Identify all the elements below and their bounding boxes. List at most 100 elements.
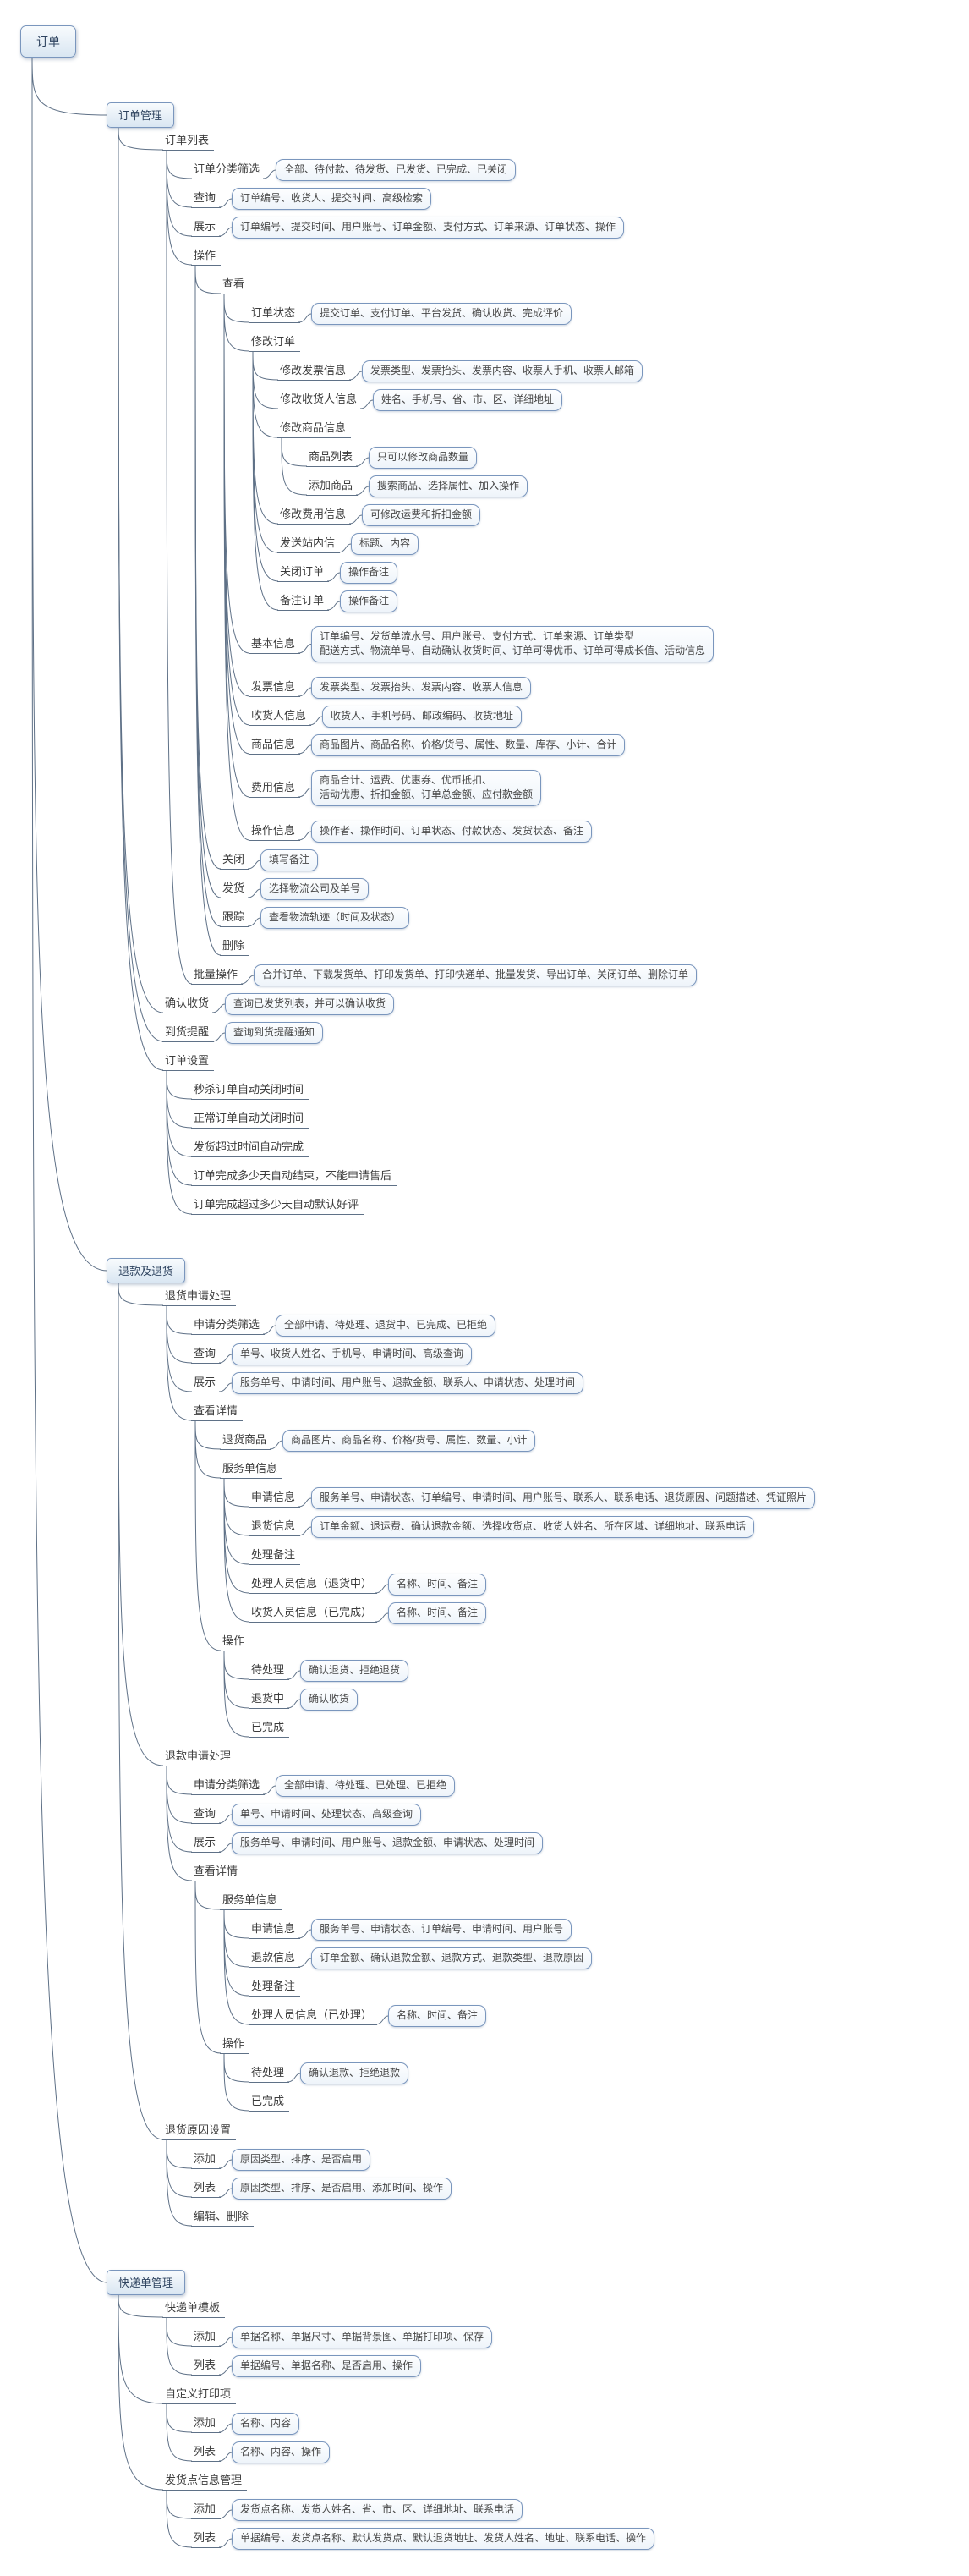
mindmap-topic[interactable]: 订单设置 [162,1052,215,1071]
mindmap-detail[interactable]: 操作者、操作时间、订单状态、付款状态、发货状态、备注 [311,821,593,843]
mindmap-topic[interactable]: 待处理 [249,2063,290,2083]
mindmap-topic[interactable]: 服务单信息 [220,1459,283,1479]
mindmap-detail[interactable]: 姓名、手机号、省、市、区、详细地址 [373,389,563,411]
mindmap-topic[interactable]: 修改商品信息 [277,419,352,438]
mindmap-branch[interactable]: 快递单管理 [107,2270,186,2295]
mindmap-topic[interactable]: 查询 [191,189,222,208]
mindmap-topic[interactable]: 列表 [191,2442,222,2462]
mindmap-topic[interactable]: 修改费用信息 [277,505,352,525]
mindmap-detail[interactable]: 操作备注 [340,590,398,612]
mindmap-topic[interactable]: 到货提醒 [162,1023,215,1042]
mindmap-detail[interactable]: 全部申请、待处理、退货中、已完成、已拒绝 [276,1315,496,1337]
mindmap-topic[interactable]: 批量操作 [191,965,244,985]
mindmap-detail[interactable]: 订单编号、发货单流水号、用户账号、支付方式、订单来源、订单类型 配送方式、物流单… [311,626,714,662]
mindmap-topic[interactable]: 展示 [191,217,222,237]
mindmap-topic[interactable]: 处理人员信息（退货中） [249,1574,378,1594]
mindmap-topic[interactable]: 处理人员信息（已处理） [249,2006,378,2025]
mindmap-detail[interactable]: 可修改运费和折扣金额 [362,504,481,526]
mindmap-detail[interactable]: 发票类型、发票抬头、发票内容、收票人手机、收票人邮箱 [362,360,643,382]
mindmap-topic[interactable]: 订单状态 [249,304,301,323]
mindmap-topic[interactable]: 列表 [191,2356,222,2376]
mindmap-detail[interactable]: 单据编号、发货点名称、默认发货点、默认退货地址、发货人姓名、地址、联系电话、操作 [232,2528,655,2550]
mindmap-topic[interactable]: 发货点信息管理 [162,2471,248,2491]
mindmap-topic[interactable]: 退货商品 [220,1431,272,1450]
mindmap-detail[interactable]: 单号、申请时间、处理状态、高级查询 [232,1804,422,1826]
mindmap-topic[interactable]: 列表 [191,2178,222,2198]
mindmap-topic[interactable]: 查看详情 [191,1402,244,1421]
mindmap-topic[interactable]: 申请信息 [249,1920,301,1939]
mindmap-detail[interactable]: 全部申请、待处理、已处理、已拒绝 [276,1775,456,1797]
mindmap-detail[interactable]: 服务单号、申请状态、订单编号、申请时间、用户账号、联系人、联系电话、退货原因、问… [311,1487,816,1509]
mindmap-topic[interactable]: 跟踪 [220,908,250,927]
mindmap-detail[interactable]: 查看物流轨迹（时间及状态） [260,907,410,929]
mindmap-topic[interactable]: 费用信息 [249,778,301,798]
mindmap-topic[interactable]: 订单完成多少天自动结束，不能申请售后 [191,1167,397,1186]
mindmap-detail[interactable]: 确认退货、拒绝退货 [300,1660,409,1682]
mindmap-topic[interactable]: 修改订单 [249,332,301,352]
mindmap-topic[interactable]: 退货中 [249,1689,290,1709]
mindmap-detail[interactable]: 服务单号、申请时间、用户账号、退款金额、联系人、申请状态、处理时间 [232,1372,584,1394]
mindmap-topic[interactable]: 订单列表 [162,131,215,151]
mindmap-topic[interactable]: 退货原因设置 [162,2121,237,2140]
mindmap-detail[interactable]: 提交订单、支付订单、平台发货、确认收货、完成评价 [311,303,572,325]
mindmap-topic[interactable]: 收货人信息 [249,706,312,726]
mindmap-topic[interactable]: 添加商品 [306,476,359,496]
mindmap-topic[interactable]: 列表 [191,2529,222,2548]
mindmap-topic[interactable]: 申请分类筛选 [191,1315,266,1335]
mindmap-topic[interactable]: 已完成 [249,2092,290,2112]
mindmap-topic[interactable]: 退款信息 [249,1948,301,1968]
mindmap-topic[interactable]: 查询 [191,1344,222,1364]
mindmap-detail[interactable]: 单据名称、单据尺寸、单据背景图、单据打印项、保存 [232,2326,493,2348]
mindmap-detail[interactable]: 原因类型、排序、是否启用、添加时间、操作 [232,2178,452,2200]
mindmap-topic[interactable]: 编辑、删除 [191,2207,255,2227]
mindmap-branch[interactable]: 退款及退货 [107,1258,186,1283]
mindmap-detail[interactable]: 订单金额、确认退款金额、退款方式、退款类型、退款原因 [311,1947,593,1969]
mindmap-topic[interactable]: 申请分类筛选 [191,1776,266,1795]
mindmap-topic[interactable]: 待处理 [249,1661,290,1680]
mindmap-topic[interactable]: 添加 [191,2150,222,2169]
mindmap-topic[interactable]: 订单完成超过多少天自动默认好评 [191,1195,364,1215]
mindmap-topic[interactable]: 修改收货人信息 [277,390,363,409]
mindmap-topic[interactable]: 展示 [191,1833,222,1853]
mindmap-detail[interactable]: 名称、时间、备注 [388,1602,487,1624]
mindmap-topic[interactable]: 申请信息 [249,1488,301,1508]
mindmap-detail[interactable]: 原因类型、排序、是否启用 [232,2149,371,2171]
mindmap-topic[interactable]: 添加 [191,2500,222,2519]
mindmap-detail[interactable]: 发货点名称、发货人姓名、省、市、区、详细地址、联系电话 [232,2499,523,2521]
mindmap-detail[interactable]: 操作备注 [340,562,398,584]
mindmap-topic[interactable]: 处理备注 [249,1546,301,1565]
mindmap-topic[interactable]: 发票信息 [249,678,301,697]
mindmap-detail[interactable]: 商品图片、商品名称、价格/货号、属性、数量、小计 [282,1430,536,1452]
mindmap-detail[interactable]: 单号、收货人姓名、手机号、申请时间、高级查询 [232,1343,473,1365]
mindmap-topic[interactable]: 关闭 [220,850,250,870]
mindmap-detail[interactable]: 单据编号、单据名称、是否启用、操作 [232,2355,422,2377]
mindmap-detail[interactable]: 只可以修改商品数量 [369,447,478,469]
mindmap-detail[interactable]: 选择物流公司及单号 [260,878,370,900]
mindmap-topic[interactable]: 操作 [220,2035,250,2054]
mindmap-topic[interactable]: 查看详情 [191,1862,244,1881]
mindmap-topic[interactable]: 修改发票信息 [277,361,352,381]
mindmap-topic[interactable]: 处理备注 [249,1977,301,1997]
mindmap-topic[interactable]: 收货人员信息（已完成） [249,1603,378,1623]
mindmap-topic[interactable]: 确认收货 [162,994,215,1013]
mindmap-detail[interactable]: 名称、内容 [232,2413,300,2435]
mindmap-topic[interactable]: 操作信息 [249,821,301,841]
mindmap-topic[interactable]: 快递单模板 [162,2299,226,2318]
mindmap-detail[interactable]: 订单编号、提交时间、用户账号、订单金额、支付方式、订单来源、订单状态、操作 [232,217,625,239]
mindmap-topic[interactable]: 商品信息 [249,735,301,755]
mindmap-topic[interactable]: 查询 [191,1804,222,1824]
mindmap-topic[interactable]: 商品列表 [306,448,359,467]
mindmap-topic[interactable]: 发送站内信 [277,534,341,553]
mindmap-detail[interactable]: 发票类型、发票抬头、发票内容、收票人信息 [311,677,532,699]
mindmap-detail[interactable]: 服务单号、申请时间、用户账号、退款金额、申请状态、处理时间 [232,1832,544,1854]
mindmap-topic[interactable]: 添加 [191,2327,222,2347]
mindmap-detail[interactable]: 填写备注 [260,849,319,871]
mindmap-detail[interactable]: 订单编号、收货人、提交时间、高级检索 [232,188,432,210]
mindmap-detail[interactable]: 订单金额、退运费、确认退款金额、选择收货点、收货人姓名、所在区域、详细地址、联系… [311,1516,755,1538]
mindmap-topic[interactable]: 退款申请处理 [162,1747,237,1766]
mindmap-topic[interactable]: 服务单信息 [220,1891,283,1910]
mindmap-detail[interactable]: 合并订单、下载发货单、打印发货单、打印快递单、批量发货、导出订单、关闭订单、删除… [254,964,698,986]
mindmap-detail[interactable]: 查询到货提醒通知 [225,1022,324,1044]
mindmap-topic[interactable]: 操作 [191,246,222,266]
mindmap-detail[interactable]: 商品图片、商品名称、价格/货号、属性、数量、库存、小计、合计 [311,734,626,756]
